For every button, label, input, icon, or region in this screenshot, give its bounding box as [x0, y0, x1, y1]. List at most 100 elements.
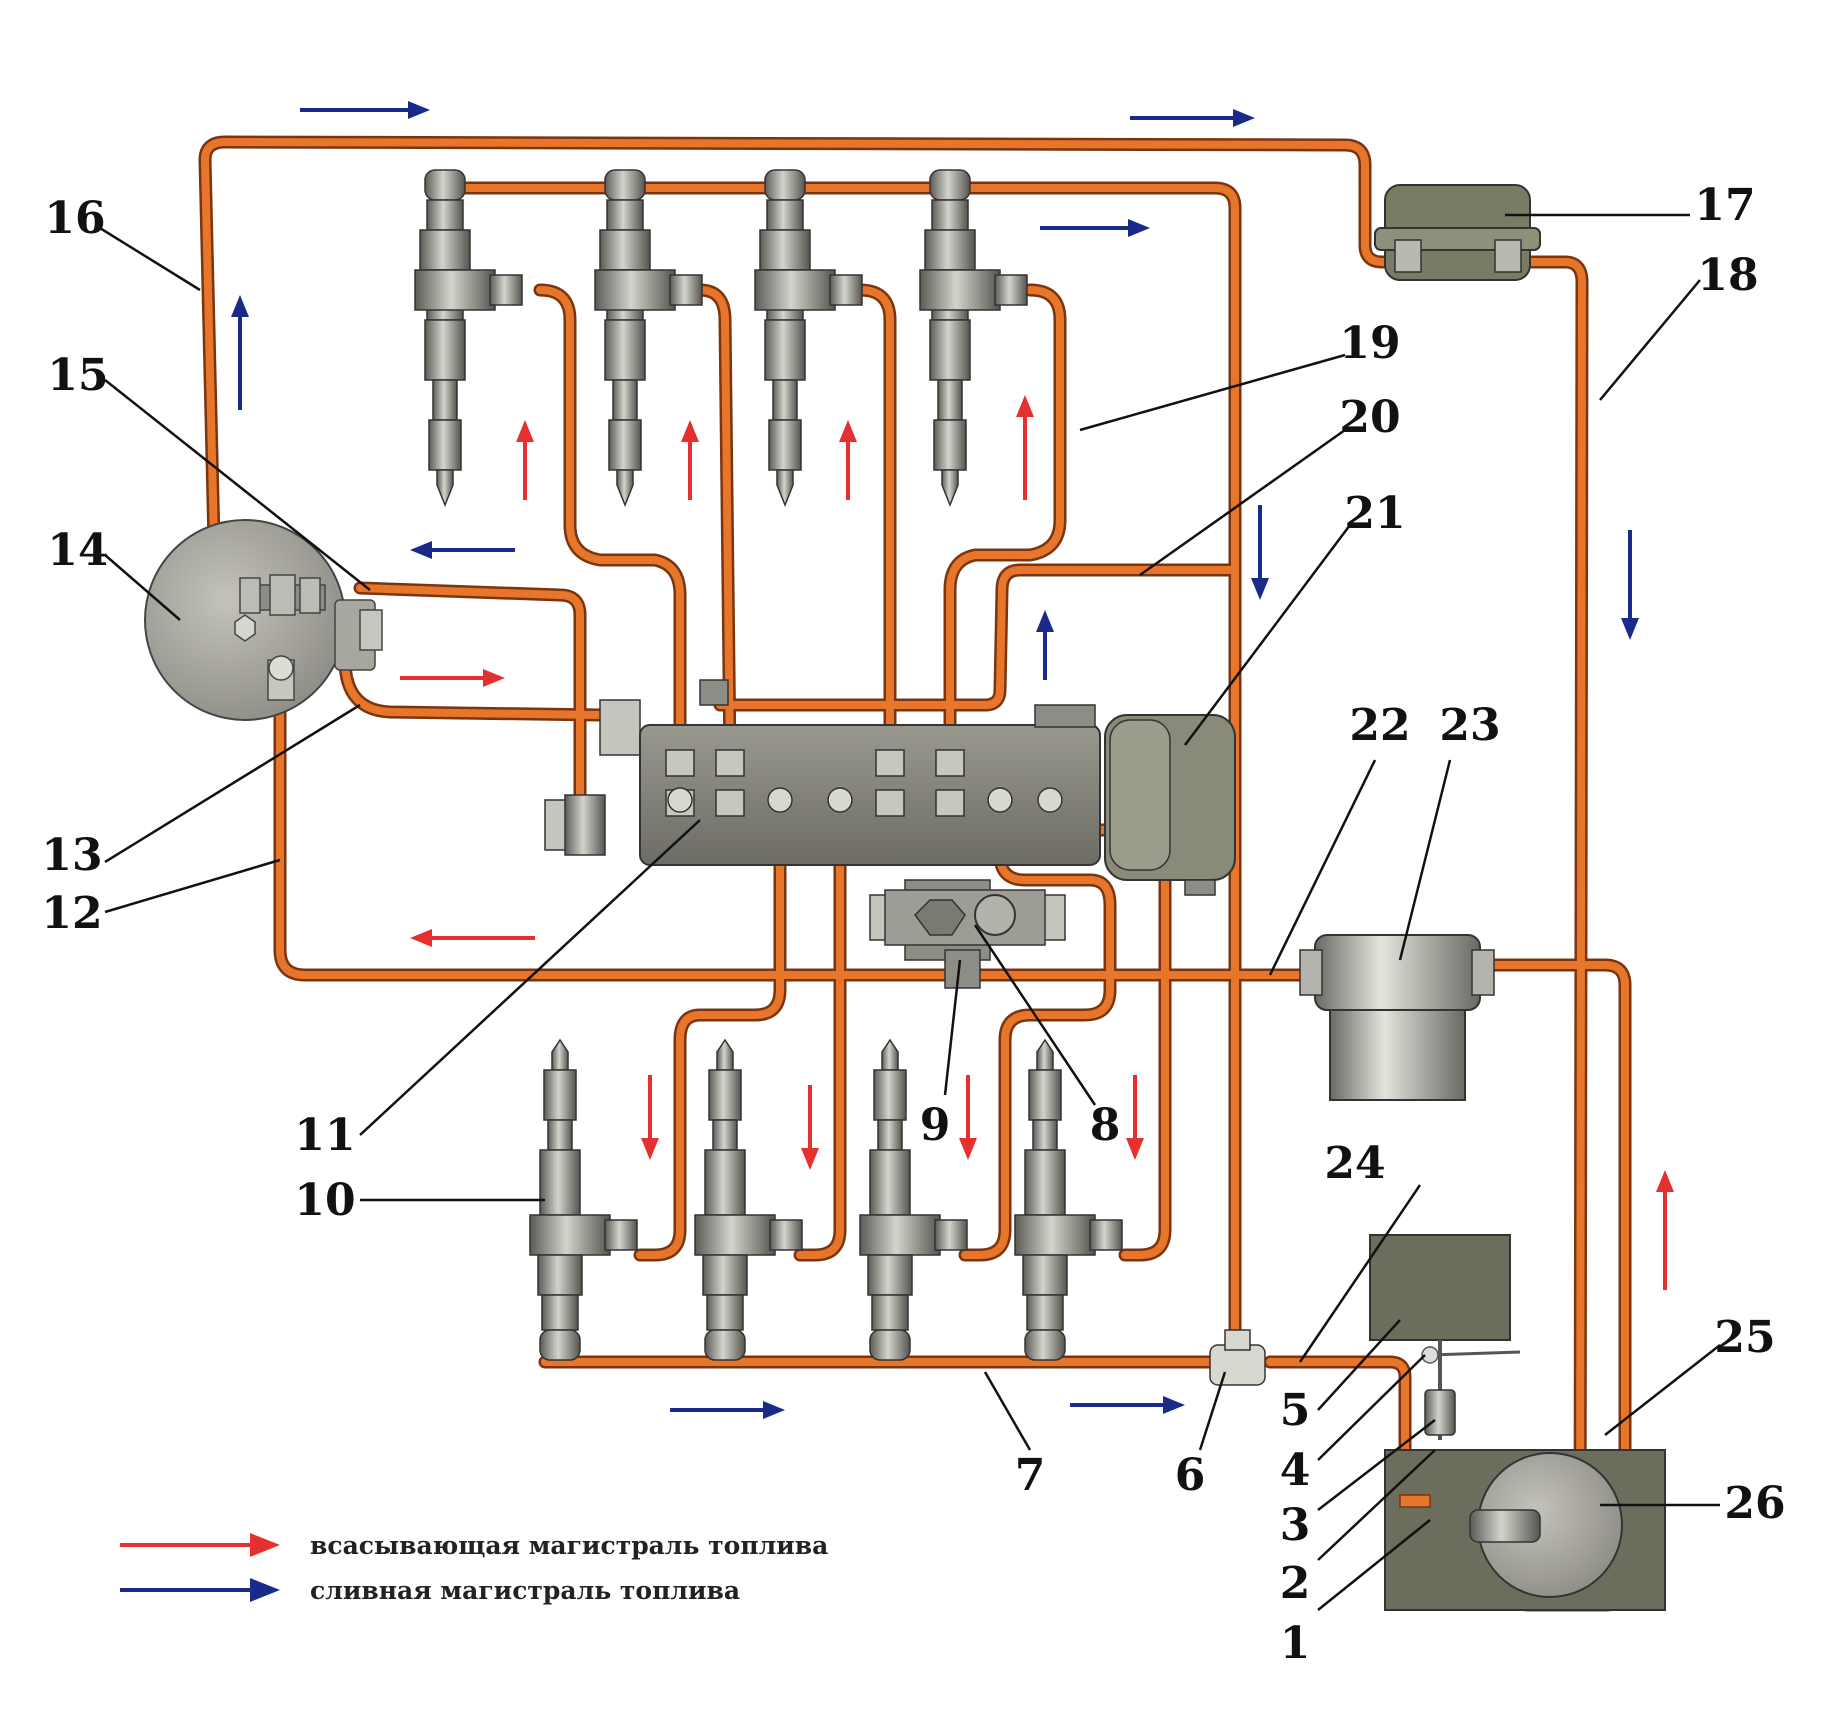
lower-injectors: [529, 1038, 1123, 1361]
hp-line-5: [636, 816, 784, 1259]
pump-fitting-6: [715, 789, 745, 817]
pump-fittings: [665, 749, 1063, 817]
callout-16: 16: [44, 193, 105, 244]
hp-line-6-outline: [793, 813, 847, 1262]
legend-suction-label: всасывающая магистраль топлива: [310, 1531, 828, 1560]
return-arrow-3: [1040, 219, 1150, 237]
callout-4: 4: [1280, 1445, 1311, 1496]
callout-7: 7: [1015, 1450, 1046, 1501]
pump-outlet-2: [767, 787, 793, 813]
fuel-tank-1: [1384, 1449, 1666, 1611]
pump-fitting-4: [935, 749, 965, 777]
callout-11: 11: [294, 1110, 355, 1161]
line-24: [1266, 1358, 1409, 1504]
pump-outlet-4: [987, 787, 1013, 813]
callout-12: 12: [41, 888, 102, 939]
hp-line-6: [796, 816, 844, 1259]
suction-arrow-11: [1656, 1170, 1674, 1290]
pump-fitting-7: [875, 789, 905, 817]
upper-injectors: [414, 169, 1028, 508]
pump-fitting-1: [665, 749, 695, 777]
callout-numbers: 16 15 14 13 12 11 10 17 18 19 20 21 22 2…: [41, 180, 1785, 1669]
leader-lines: [94, 213, 1721, 1611]
return-arrow-7: [1036, 610, 1054, 680]
callout-20: 20: [1339, 392, 1400, 443]
suction-arrow-7: [641, 1075, 659, 1160]
fine-filter-23: [1299, 934, 1495, 1101]
hp-line-7: [961, 816, 1114, 1259]
suction-arrow-6: [410, 929, 535, 947]
injector-lower-2: [694, 1038, 803, 1361]
callout-13: 13: [41, 830, 102, 881]
callout-25: 25: [1714, 1312, 1775, 1363]
return-line-19: [441, 184, 1239, 1354]
injector-lower-3: [859, 1038, 968, 1361]
line-18-outline: [1493, 255, 1589, 1602]
suction-arrow-9: [959, 1075, 977, 1160]
suction-arrow-4: [1016, 395, 1034, 500]
callout-21: 21: [1344, 488, 1405, 539]
callout-19: 19: [1339, 318, 1400, 369]
injector-upper-4: [919, 169, 1028, 508]
return-arrow-6: [1251, 505, 1269, 600]
sensor-box-5: [1369, 1234, 1521, 1440]
legend-suction-arrow: [120, 1533, 280, 1557]
hp-line-3-outline: [853, 283, 897, 767]
fuel-pipes: [198, 135, 1632, 1612]
legend-return-arrow: [120, 1578, 280, 1602]
callout-5: 5: [1280, 1385, 1311, 1436]
suction-arrow-2: [681, 420, 699, 500]
callout-9: 9: [920, 1100, 951, 1151]
pump-outlet-1: [667, 787, 693, 813]
return-arrow-1: [300, 101, 430, 119]
tee-fitting-6: [1209, 1329, 1266, 1386]
suction-arrow-1: [516, 420, 534, 500]
callout-26: 26: [1724, 1478, 1785, 1529]
return-arrow-2: [1130, 109, 1255, 127]
line-20-outline: [713, 563, 1242, 712]
fine-filter-17: [1374, 184, 1541, 281]
callout-17: 17: [1694, 180, 1755, 231]
callout-24: 24: [1324, 1138, 1385, 1189]
return-arrow-5: [410, 541, 515, 559]
suction-arrow-10: [1126, 1075, 1144, 1160]
return-arrow-10: [1070, 1396, 1185, 1414]
return-arrow-4: [231, 295, 249, 410]
callout-22: 22: [1349, 700, 1410, 751]
injector-upper-1: [414, 169, 523, 508]
callout-14: 14: [47, 525, 108, 576]
pump-fitting-8: [935, 789, 965, 817]
hp-line-3: [856, 286, 894, 764]
hp-line-2: [696, 286, 734, 764]
callout-8: 8: [1090, 1100, 1121, 1151]
injector-lower-4: [1014, 1038, 1123, 1361]
callout-10: 10: [294, 1175, 355, 1226]
callout-3: 3: [1280, 1500, 1311, 1551]
line-20: [716, 566, 1239, 709]
suction-arrow-5: [400, 669, 505, 687]
coarse-filter-14: [144, 519, 383, 721]
return-line-16: [201, 138, 1424, 589]
callout-23: 23: [1439, 700, 1500, 751]
flow-arrows: [231, 101, 1674, 1419]
callout-6: 6: [1175, 1450, 1206, 1501]
injector-upper-2: [594, 169, 703, 508]
priming-pump-9: [869, 879, 1066, 989]
injector-lower-1: [529, 1038, 638, 1361]
line-12: [276, 686, 1314, 979]
hp-line-1: [536, 286, 684, 764]
legend: всасывающая магистраль топлива сливная м…: [120, 1531, 828, 1605]
injection-pump-11: [544, 679, 1236, 896]
line-18: [1496, 258, 1586, 1599]
line-15: [356, 584, 584, 804]
return-arrow-8: [1621, 530, 1639, 640]
suction-arrow-3: [839, 420, 857, 500]
suction-arrow-8: [801, 1085, 819, 1170]
pump-fitting-2: [715, 749, 745, 777]
injector-upper-3: [754, 169, 863, 508]
pump-fitting-3: [875, 749, 905, 777]
pump-outlet-5: [1037, 787, 1063, 813]
legend-return-label: сливная магистраль топлива: [310, 1576, 740, 1605]
callout-2: 2: [1280, 1558, 1311, 1609]
